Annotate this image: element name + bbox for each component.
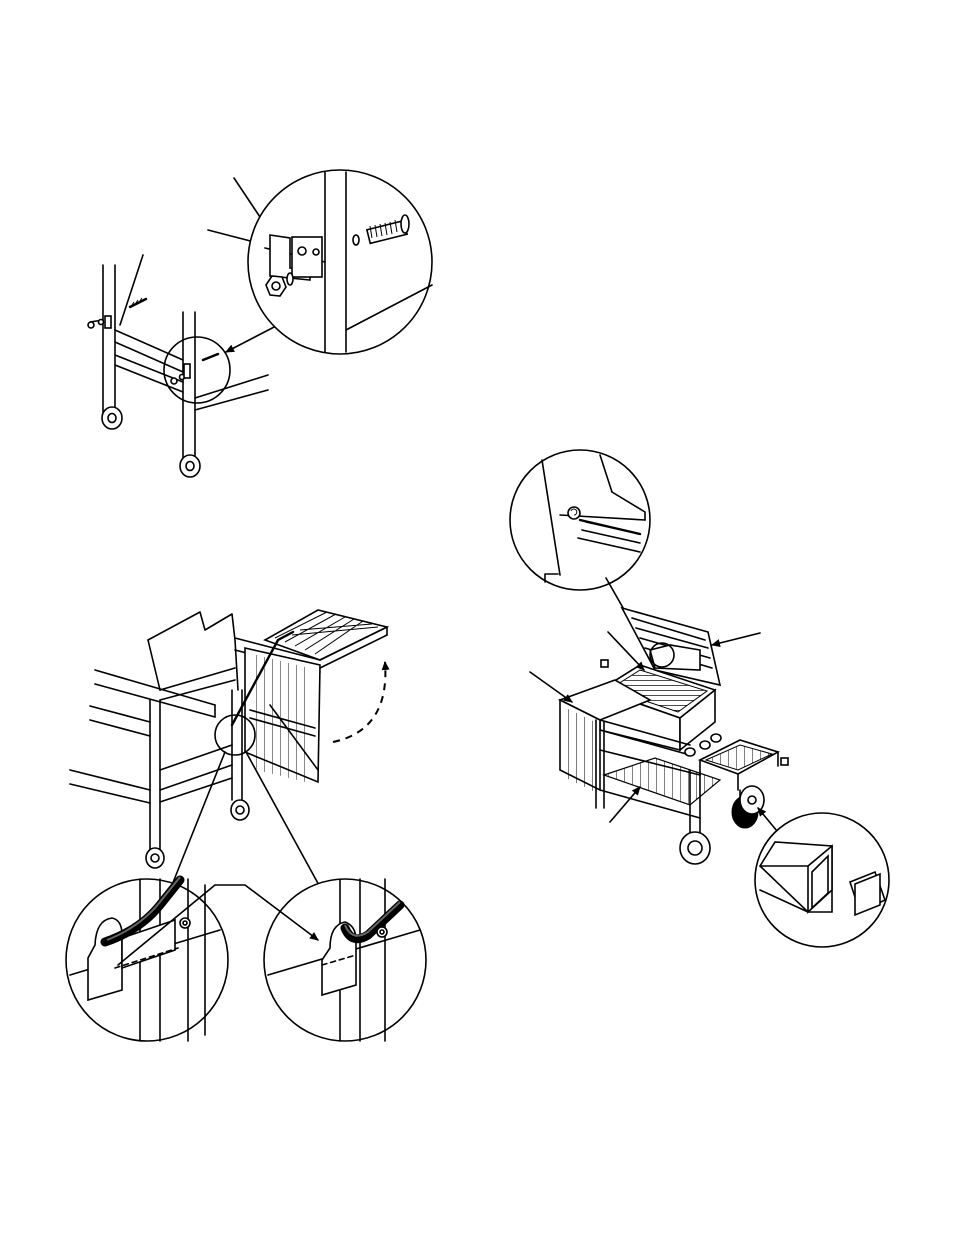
end-cap-detail-circle [755, 813, 889, 947]
folded-side-table [245, 648, 320, 784]
frame-rails [90, 320, 268, 410]
left-bolt-hardware [88, 298, 146, 328]
callout-bottom-shelf [610, 787, 640, 822]
end-cap-1 [601, 660, 608, 667]
callout-line-bracket [120, 255, 143, 325]
legs [146, 690, 249, 868]
figure-leg-frame-bolt [88, 170, 432, 477]
end-cap-2 [781, 758, 788, 765]
figure-side-table-hinge [66, 610, 426, 1041]
firebox-outline [148, 612, 238, 690]
pointer-to-detail [226, 325, 278, 352]
left-leg [102, 265, 122, 429]
detail-circle-small [164, 337, 230, 403]
figure-grill-overview [510, 450, 889, 947]
callout-side-table [530, 672, 572, 702]
detail-circle-large [248, 170, 432, 354]
lid-detail-circle [510, 450, 650, 590]
fold-arrow [333, 662, 385, 742]
hinge-detail-right [264, 879, 426, 1041]
hinge-detail-left [66, 877, 228, 1041]
callout-lid-handle [712, 633, 760, 645]
